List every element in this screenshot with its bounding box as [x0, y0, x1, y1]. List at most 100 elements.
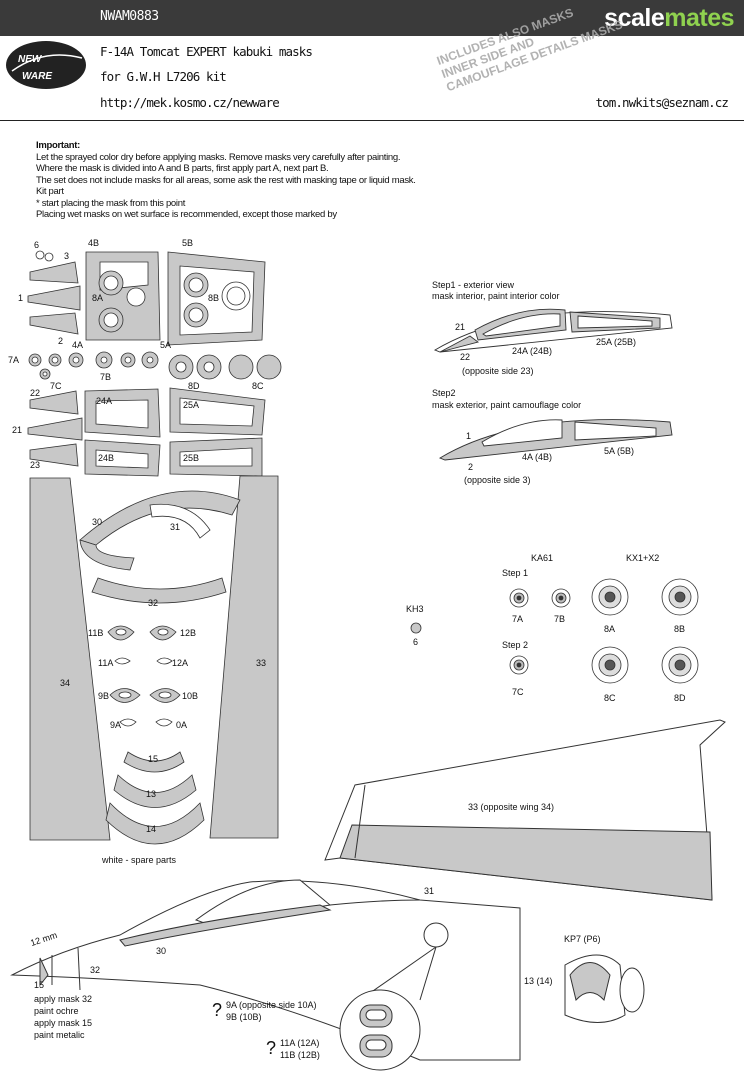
label-part-5a: 5A	[160, 340, 172, 350]
step1-label-21: 21	[455, 322, 466, 332]
title-line-2: for G.W.H L7206 kit	[100, 69, 227, 84]
header-divider	[0, 120, 744, 121]
part-34	[29, 477, 111, 841]
note-line-3: The set does not include masks for all a…	[36, 174, 416, 186]
wing-label: 33 (opposite wing 34)	[468, 802, 555, 812]
part-30	[79, 490, 241, 546]
wheel-step2-label: Step 2	[502, 640, 529, 650]
kp7-part-label: 13 (14)	[524, 976, 553, 986]
step2-label-2: 2	[468, 462, 474, 472]
important-notes: Important: Let the sprayed color dry bef…	[36, 140, 416, 221]
wheel-8a-label: 8A	[604, 624, 616, 634]
wheel-8c-label: 8C	[604, 693, 616, 703]
label-part-23: 23	[30, 460, 41, 470]
instruction-1: apply mask 32	[34, 994, 93, 1004]
instruction-2: paint ochre	[34, 1006, 79, 1016]
step2-canopy	[438, 419, 673, 461]
label-part-33: 33	[256, 658, 267, 668]
step1-description: mask interior, paint interior color	[432, 291, 560, 301]
step2-description: mask exterior, paint camouflage color	[432, 400, 582, 410]
email-link[interactable]: tom.nwkits@seznam.cz	[595, 95, 728, 110]
part-22	[29, 390, 79, 415]
label-part-13: 13	[146, 789, 157, 799]
label-part-15: 15	[148, 754, 159, 764]
label-part-8c: 8C	[252, 381, 264, 391]
part-6	[35, 250, 45, 260]
label-part-10b: 10B	[182, 691, 199, 701]
product-code: NWAM0883	[100, 9, 159, 24]
label-part-12b: 12B	[180, 628, 197, 638]
step2-label-5: 5A (5B)	[604, 446, 635, 456]
spare-parts-note: white - spare parts	[102, 855, 177, 865]
website-link[interactable]: http://mek.kosmo.cz/newware	[100, 95, 280, 110]
wheel-8b-label: 8B	[674, 624, 686, 634]
step2-opposite: (opposite side 3)	[464, 475, 531, 485]
label-part-7c: 7C	[50, 381, 62, 391]
part-1	[27, 285, 81, 311]
fuselage-label-31: 31	[424, 886, 435, 896]
part-21	[27, 417, 83, 441]
question-mark-1: ?	[212, 1000, 223, 1020]
wheel-kx-label: KX1+X2	[626, 553, 660, 563]
label-part-21: 21	[12, 425, 23, 435]
part-13	[113, 774, 197, 808]
label-part-7b: 7B	[100, 372, 112, 382]
step1-label-24: 24A (24B)	[512, 346, 553, 356]
part-24b	[84, 439, 161, 477]
label-part-32: 32	[148, 598, 159, 608]
label-part-5b: 5B	[182, 238, 194, 248]
wheel-8d-label: 8D	[674, 693, 686, 703]
label-part-30: 30	[92, 517, 103, 527]
kp7-drawing	[564, 954, 645, 1023]
part-33	[209, 475, 279, 839]
label-part-9b: 9B	[98, 691, 110, 701]
step1-label-22: 22	[460, 352, 471, 362]
step1-opposite: (opposite side 23)	[462, 366, 534, 376]
wheel-7c-label: 7C	[512, 687, 524, 697]
label-part-8a: 8A	[92, 293, 104, 303]
fuselage-label-30: 30	[156, 946, 167, 956]
part-25a	[169, 387, 266, 436]
part-31	[149, 503, 211, 539]
fuselage-label-9b: 9B (10B)	[226, 1012, 262, 1022]
instruction-3: apply mask 15	[34, 1018, 93, 1028]
note-line-6: Placing wet masks on wet surface is reco…	[36, 209, 337, 220]
label-part-4a: 4A	[72, 340, 84, 350]
part-14	[105, 802, 205, 845]
step1-label-25: 25A (25B)	[596, 337, 637, 347]
wheel-step1-label: Step 1	[502, 568, 529, 578]
label-part-9a: 9A	[110, 720, 122, 730]
label-part-31: 31	[170, 522, 181, 532]
label-part-11b: 11B	[88, 628, 104, 638]
top-bar: NWAM0883 scalemates	[0, 0, 744, 36]
step2-label-1: 1	[466, 431, 472, 441]
kp7-title: KP7 (P6)	[564, 934, 601, 944]
label-part-22: 22	[30, 388, 41, 398]
brand-main: scale	[604, 4, 665, 32]
label-part-6: 6	[34, 240, 40, 250]
part-32	[91, 577, 227, 604]
step2-title: Step2	[432, 388, 456, 398]
fuselage-label-32: 32	[90, 965, 101, 975]
title-line-1: F-14A Tomcat EXPERT kabuki masks	[100, 44, 313, 59]
fuselage-label-9a: 9A (opposite side 10A)	[226, 1000, 317, 1010]
part-24a	[84, 388, 161, 438]
note-line-4: Kit part	[36, 186, 64, 197]
fuselage-label-15: 15	[34, 980, 45, 990]
wheel-ka61-label: KA61	[531, 553, 554, 563]
newware-logo: NEW WARE	[6, 41, 86, 89]
note-line-2: Where the mask is divided into A and B p…	[36, 163, 329, 174]
label-part-25b: 25B	[183, 453, 200, 463]
part-2	[29, 312, 79, 335]
note-line-1: Let the sprayed color dry before applyin…	[36, 151, 401, 163]
fuselage-label-11a: 11A (12A)	[280, 1038, 320, 1048]
label-part-24a: 24A	[96, 396, 113, 406]
brand-accent: mates	[664, 4, 734, 32]
fuselage-label-11b: 11B (12B)	[280, 1050, 320, 1060]
kh3-part-label: 6	[413, 637, 419, 647]
label-part-24b: 24B	[98, 453, 115, 463]
site-brand[interactable]: scalemates	[604, 4, 734, 33]
part-8c	[228, 354, 254, 380]
label-part-34: 34	[60, 678, 71, 688]
